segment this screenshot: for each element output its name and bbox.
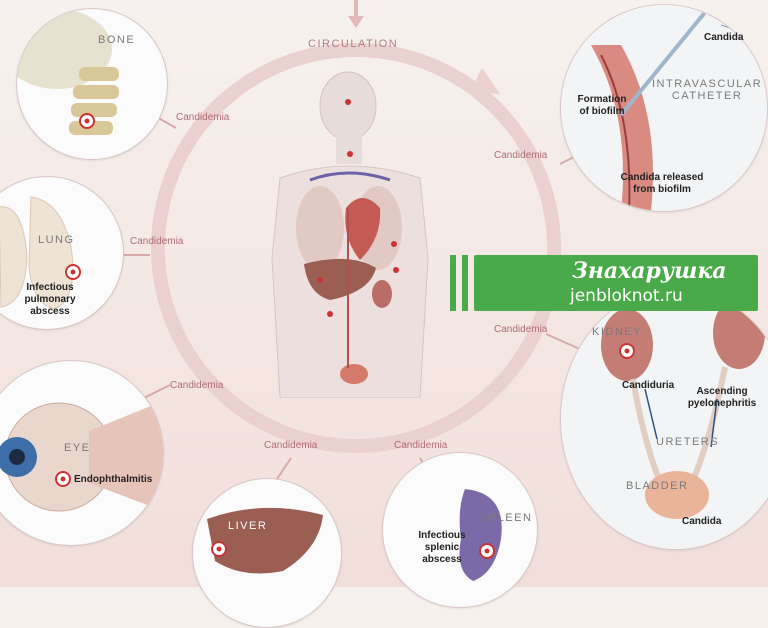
bone-title: BONE (98, 34, 136, 46)
bladder-candida-label: Candida (682, 516, 722, 527)
liver-title: LIVER (228, 520, 268, 532)
spleen-candidemia-link: Candidemia (394, 440, 448, 451)
kidney-candidemia-link: Candidemia (494, 324, 548, 335)
eye-endophthalmitis-note: Endophthalmitis (74, 474, 153, 485)
eye-candidemia-link: Candidemia (170, 380, 224, 391)
eye-illustration (0, 401, 163, 512)
bone-candidemia-link: Candidemia (176, 112, 230, 123)
human-body-figure (271, 71, 429, 398)
lung-candidemia-link: Candidemia (130, 236, 184, 247)
catheter-node (560, 4, 768, 212)
spleen-node (382, 452, 538, 608)
watermark-title: Знахарушка (572, 258, 727, 284)
liver-candidemia-link: Candidemia (264, 440, 318, 451)
circulation-label: CIRCULATION (308, 38, 399, 50)
lung-illustration (0, 196, 81, 310)
watermark-url: jenbloknot.ru (570, 286, 683, 306)
liver-illustration (207, 507, 323, 574)
biofilm-formation-label: Formation of biofilm (577, 94, 627, 117)
spleen-illustration (459, 489, 502, 581)
bone-node (16, 8, 168, 160)
spleen-title: SPLEEN (480, 512, 533, 524)
bladder-label: BLADDER (626, 480, 689, 492)
lung-abscess-note: Infectious pulmonary abscess (24, 282, 76, 317)
circulation-arrowhead (470, 68, 500, 94)
catheter-title: INTRAVASCULAR CATHETER (652, 78, 763, 102)
catheter-candidemia-link: Candidemia (494, 150, 548, 161)
lung-title: LUNG (38, 234, 75, 246)
kidney-title: KIDNEY (592, 326, 642, 338)
urinary-node (560, 288, 768, 550)
candiduria-label: Candiduria (622, 380, 675, 391)
watermark-stripe-2 (462, 255, 468, 311)
ureters-label: URETERS (656, 436, 720, 448)
watermark-stripe-1 (450, 255, 456, 311)
eye-node (0, 360, 164, 546)
catheter-illustration (561, 5, 767, 211)
spleen-abscess-note: Infectious splenic abscess (418, 530, 466, 565)
liver-node (192, 478, 342, 628)
eye-title: EYE (64, 442, 91, 454)
urinary-tract-illustration (561, 289, 768, 549)
ascending-pyelonephritis-label: Ascending pyelonephritis (687, 386, 757, 409)
catheter-candida-label: Candida (704, 32, 744, 43)
watermark-band (474, 255, 758, 311)
spine-illustration (17, 9, 119, 135)
lung-node (0, 176, 124, 330)
biofilm-release-label: Candida released from biofilm (620, 172, 704, 195)
